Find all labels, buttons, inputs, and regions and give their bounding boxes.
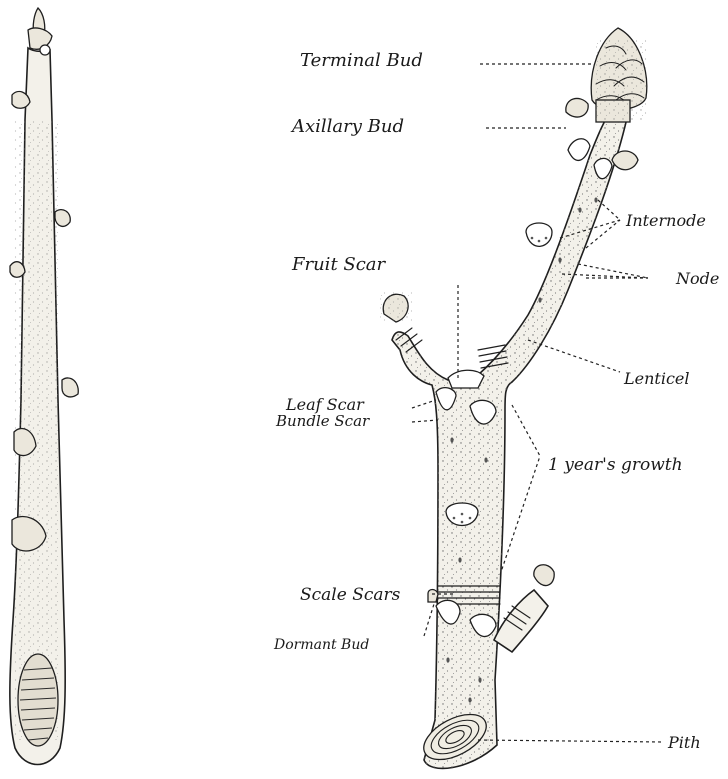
label-pith: Pith [667, 733, 701, 752]
label-axillary-bud: Axillary Bud [290, 116, 404, 137]
right-twig [380, 28, 648, 769]
label-dormant-bud: Dormant Bud [273, 637, 369, 653]
left-bud-4 [62, 378, 78, 397]
label-node: Node [675, 269, 719, 288]
label-fruit-scar: Fruit Scar [291, 254, 387, 275]
label-internode: Internode [625, 211, 706, 230]
left-bud-3 [10, 262, 25, 278]
left-bud-2 [55, 210, 70, 227]
label-scale-scars: Scale Scars [300, 585, 401, 605]
terminal-bud-drawing [591, 28, 648, 122]
label-bundle-scar: Bundle Scar [275, 412, 370, 430]
left-twig [10, 8, 78, 765]
label-terminal-bud: Terminal Bud [300, 50, 423, 71]
label-one-years-growth: 1 year's growth [548, 455, 683, 475]
label-lenticel: Lenticel [623, 369, 690, 388]
